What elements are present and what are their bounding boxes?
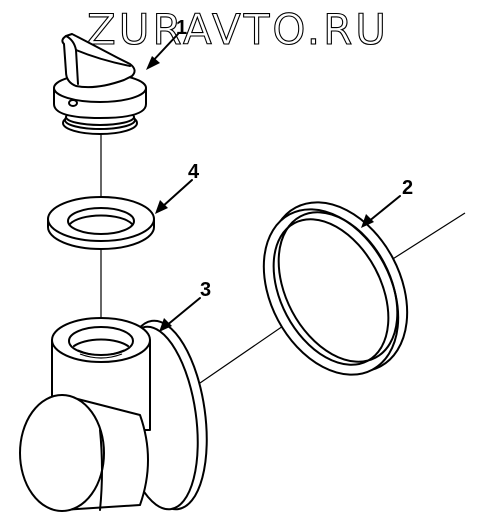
watermark-text: ZURAVTO.RU <box>87 5 389 54</box>
callout-labels: 1 2 3 4 <box>176 17 413 301</box>
part-4-washer <box>47 196 155 250</box>
callout-1: 1 <box>176 17 187 39</box>
part-1-drain-plug <box>53 33 147 135</box>
callout-4: 4 <box>188 161 200 183</box>
callout-2: 2 <box>402 177 413 199</box>
part-2-sealing-ring <box>262 201 409 376</box>
part-3-drain-housing <box>19 317 208 512</box>
callout-3: 3 <box>200 279 211 301</box>
callout-arrows <box>146 33 401 332</box>
